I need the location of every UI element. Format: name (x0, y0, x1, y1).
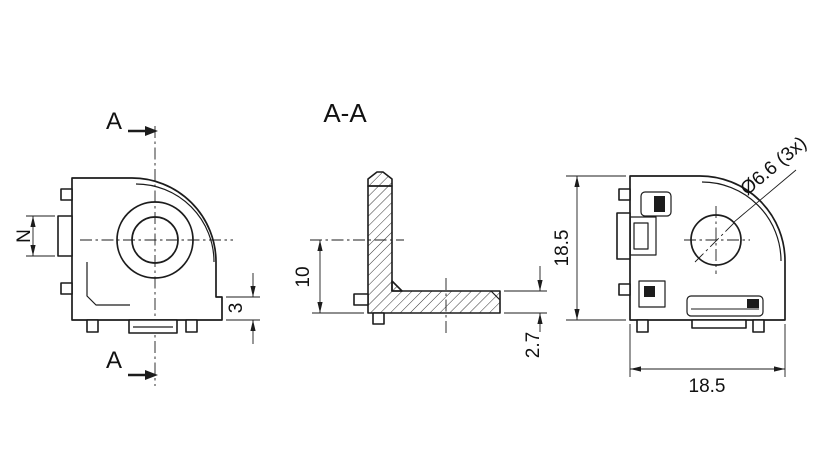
section-cut-indicator: A A (106, 108, 158, 380)
dimension-height-text: 18.5 (552, 230, 573, 267)
section-inner-chamfer (391, 280, 403, 292)
side-view-bottom-slot-insert (747, 299, 759, 308)
cut-label-bottom: A (106, 347, 122, 374)
side-view: Ø6.6 (3x) 18.5 18.5 (552, 133, 811, 397)
dimension-height-18-5: 18.5 (552, 175, 626, 321)
section-body (367, 185, 501, 314)
dimension-width-18-5: 18.5 (629, 324, 786, 397)
front-view-corner-chamfer-arc (135, 183, 215, 263)
bore-outer-circle (116, 201, 194, 279)
dimension-3-arrowheads (250, 286, 256, 331)
side-view-corner-chamfer-arc (701, 181, 782, 262)
side-view-connector-detail (629, 216, 657, 256)
dimension-n-extension-lines (26, 215, 55, 257)
hole-callout-text: Ø6.6 (3x) (737, 133, 811, 200)
dimension-n-arrowheads (30, 216, 36, 256)
dimension-height-extension-lines (566, 175, 626, 321)
dimension-n: N (14, 215, 55, 257)
bore-inner-circle (131, 216, 179, 264)
hole-callout-leader (733, 169, 797, 223)
dimension-10-text: 10 (293, 266, 314, 287)
section-top-cap (367, 171, 393, 187)
side-view-bottom-slot (686, 295, 764, 317)
dimension-3: 3 (226, 273, 260, 344)
dimension-n-text: N (14, 229, 35, 243)
side-view-top-slot (640, 191, 672, 217)
cut-arrow-lines (128, 129, 146, 377)
section-tabs (353, 293, 385, 325)
side-view-outline (629, 175, 786, 321)
dimension-3-extension-lines (226, 296, 260, 321)
side-view-top-slot-insert (654, 196, 665, 212)
side-view-centerlines (684, 206, 750, 274)
cut-label-top: A (106, 108, 122, 135)
hole-callout-arrowhead (734, 212, 745, 222)
front-view-inner-contour (86, 262, 130, 306)
dimension-2-7-extension-lines (504, 290, 547, 314)
cut-arrowheads (145, 126, 158, 380)
side-view-left-tabs (616, 188, 631, 296)
front-view-outline (71, 177, 223, 321)
side-view-square-pocket-insert (644, 286, 655, 297)
front-view-left-tabs (57, 188, 73, 295)
front-view-centerlines (80, 126, 233, 386)
side-view-bottom-feet (636, 319, 765, 333)
dimension-10: 10 (293, 240, 364, 314)
dimension-2-7-arrowheads (537, 280, 543, 324)
dimension-2-7-text: 2.7 (523, 332, 544, 358)
side-view-square-pocket (638, 280, 666, 308)
dimension-2-7: 2.7 (504, 266, 547, 358)
section-title: A-A (323, 98, 367, 128)
dimension-width-text: 18.5 (689, 376, 726, 397)
hole-circle (690, 214, 742, 266)
dimension-width-extension-lines (629, 324, 786, 377)
dimension-3-text: 3 (226, 303, 247, 314)
front-view: A A N 3 (14, 108, 260, 386)
section-view: A-A 10 2.7 (293, 98, 547, 358)
hole-callout: Ø6.6 (3x) (733, 133, 811, 223)
section-end-chamfer (490, 290, 501, 301)
